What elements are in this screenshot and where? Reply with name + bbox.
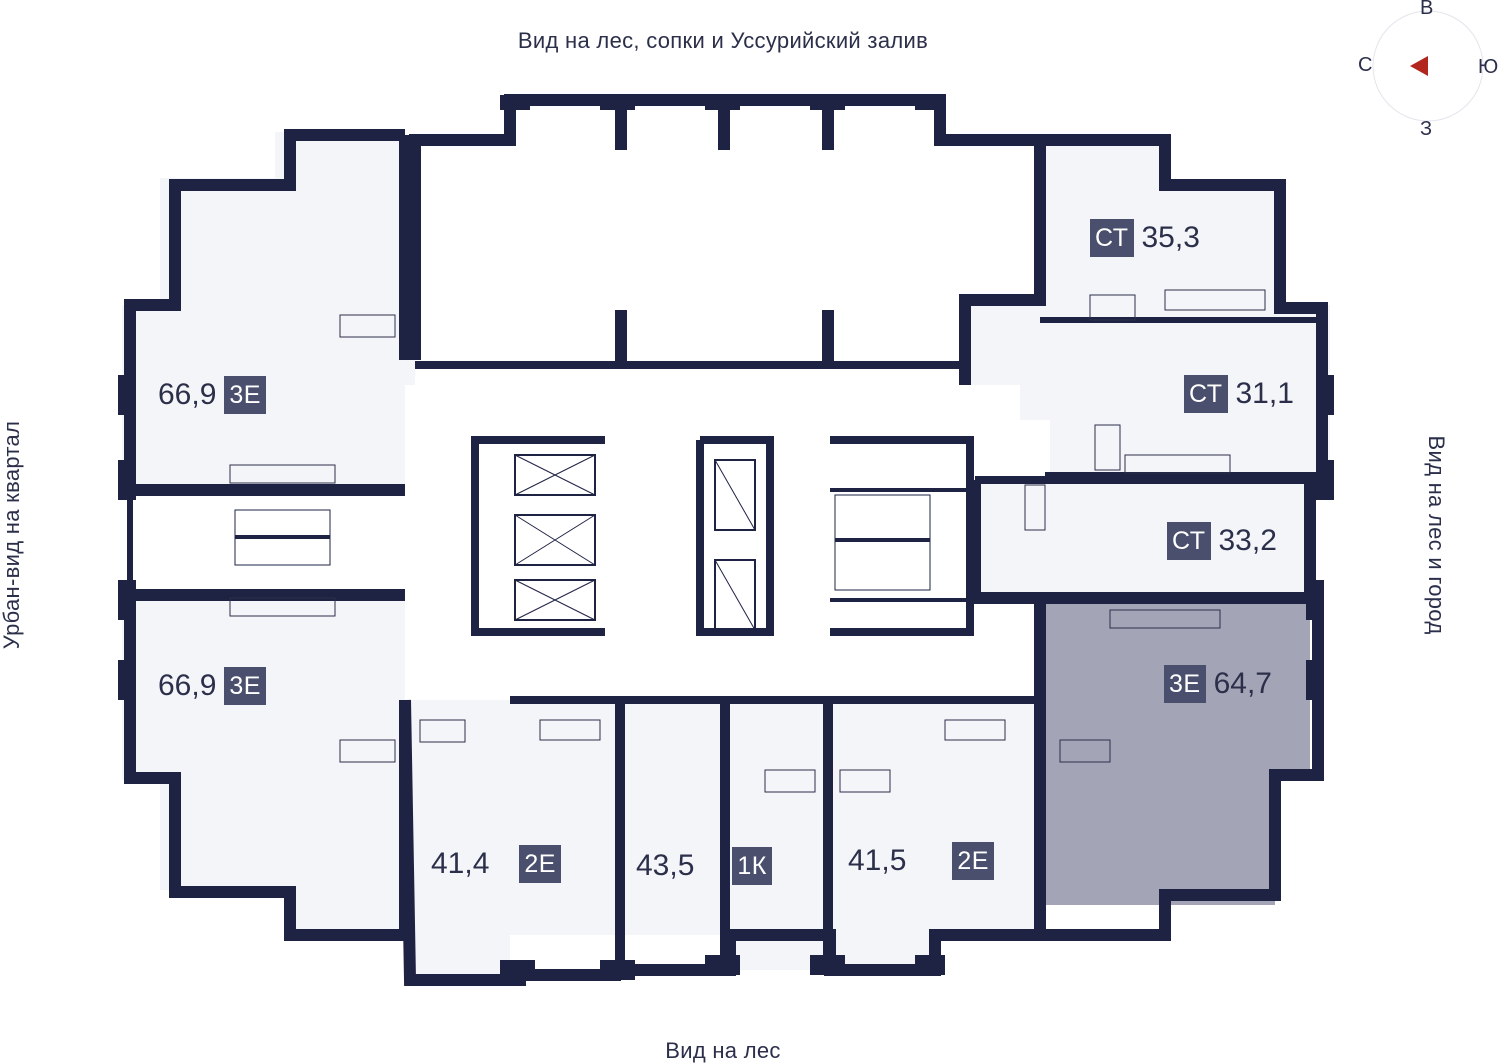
- apartment-type-badge: 2Е: [519, 845, 561, 883]
- apartment-label[interactable]: 41,5 2Е: [848, 842, 994, 880]
- apartment-area: 41,5: [848, 844, 907, 877]
- compass-east: В: [1420, 0, 1434, 19]
- apartment-label[interactable]: 41,4 2Е: [431, 845, 561, 883]
- apartment-type-badge: 3Е: [1164, 665, 1206, 703]
- apartment-area: 64,7: [1213, 667, 1272, 700]
- apartment-area: 35,3: [1141, 221, 1200, 254]
- apartment-area: 66,9: [158, 669, 217, 702]
- view-label-left: Урбан-вид на квартал: [0, 420, 24, 650]
- fixtures: [229, 289, 1266, 793]
- apartment-type-badge: 2Е: [952, 842, 994, 880]
- walls: [124, 94, 1328, 986]
- compass-west: З: [1420, 118, 1433, 140]
- apartment-area: 33,2: [1218, 524, 1277, 557]
- apartment-type-badge: СТ: [1090, 219, 1134, 257]
- apartment-label-highlighted[interactable]: 3Е 64,7: [1164, 665, 1272, 703]
- stairs: [234, 494, 931, 591]
- apartment-label[interactable]: СТ 33,2: [1167, 522, 1277, 560]
- apartment-type-badge: СТ: [1184, 375, 1228, 413]
- apartment-type-badge: СТ: [1167, 522, 1211, 560]
- compass: [1372, 10, 1484, 122]
- view-label-right: Вид на лес и город: [1424, 435, 1449, 635]
- view-label-top: Вид на лес, сопки и Уссурийский залив: [517, 28, 929, 53]
- apartment-area: 41,4: [431, 847, 490, 880]
- apartment-area: 66,9: [158, 378, 217, 411]
- apartment-label[interactable]: СТ 35,3: [1090, 219, 1200, 257]
- core: [471, 436, 974, 636]
- apartment-label[interactable]: 66,9 3Е: [158, 667, 266, 705]
- view-label-bottom: Вид на лес: [665, 1038, 781, 1063]
- apartment-label[interactable]: СТ 31,1: [1184, 375, 1294, 413]
- apartment-area: 43,5: [636, 849, 695, 882]
- apartment-type-badge: 3Е: [224, 376, 266, 414]
- apartment-label[interactable]: 43,5 1К: [636, 847, 772, 885]
- apartment-type-badge: 3Е: [224, 667, 266, 705]
- apartment-area: 31,1: [1235, 377, 1294, 410]
- compass-north: С: [1358, 54, 1373, 76]
- compass-arrow-icon: [1410, 56, 1428, 76]
- apartment-type-badge: 1К: [732, 847, 772, 885]
- compass-south: Ю: [1478, 56, 1499, 78]
- columns: [118, 95, 1334, 980]
- apartment-label[interactable]: 66,9 3Е: [158, 376, 266, 414]
